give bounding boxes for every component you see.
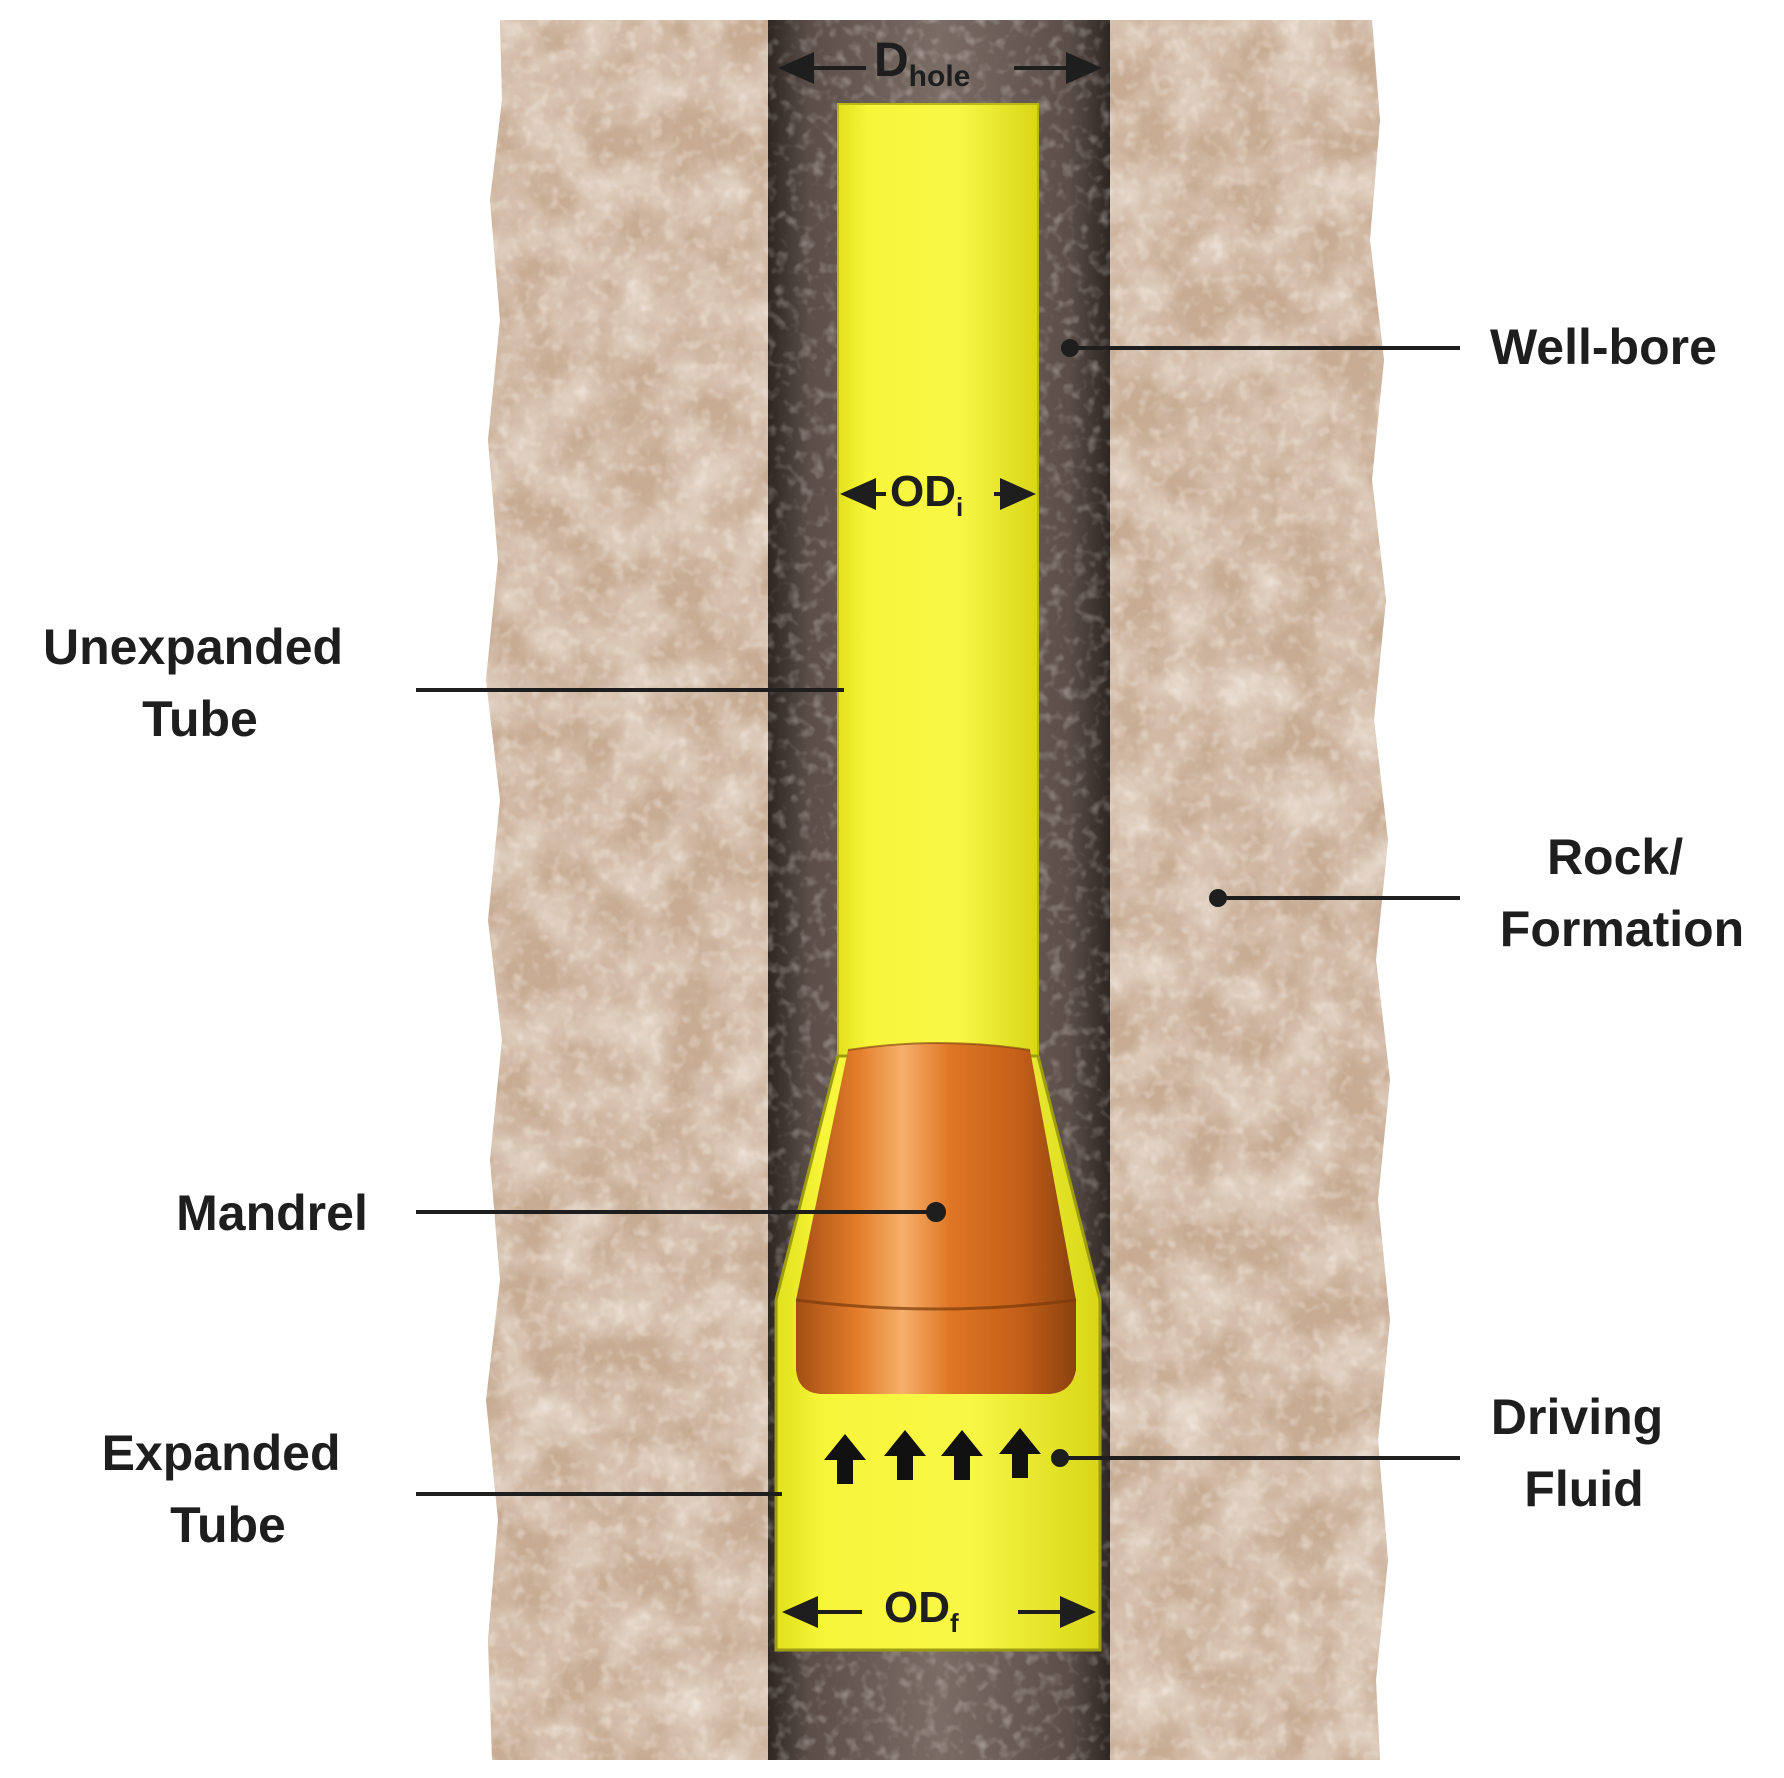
od-f-label: ODf [884,1583,959,1638]
rock-formation-label: Rock/ Formation [1500,829,1744,957]
od-i-label: ODi [890,467,963,522]
unexpanded-tube [838,104,1038,1064]
expanded-tube-label: Expanded Tube [102,1425,355,1553]
well-bore-label: Well-bore [1490,319,1717,375]
driving-fluid-label: Driving Fluid [1491,1389,1677,1517]
mandrel-label: Mandrel [176,1185,368,1241]
unexpanded-tube-label: Unexpanded Tube [43,619,357,747]
